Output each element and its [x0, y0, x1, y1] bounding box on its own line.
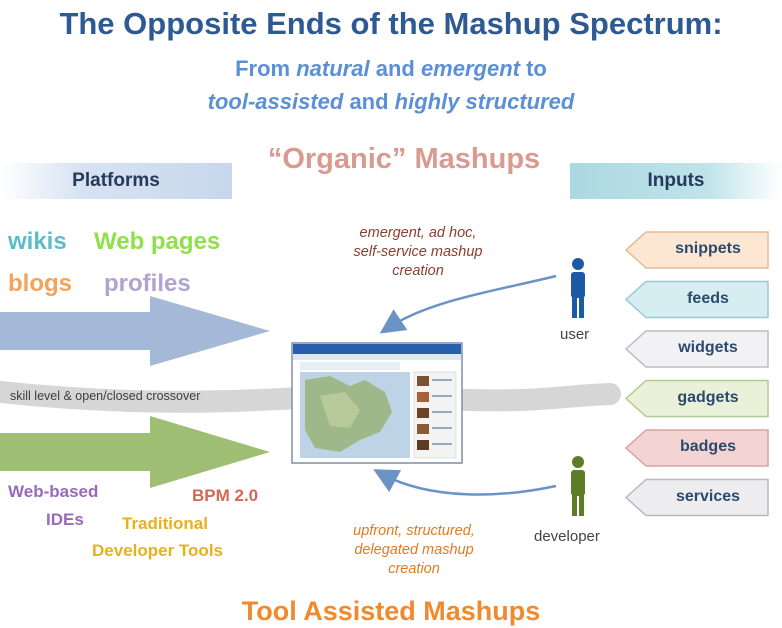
tool-developer-tools: Developer Tools — [92, 541, 223, 560]
developer-curve-arrow — [373, 469, 557, 496]
platform-wikis: wikis — [8, 228, 67, 255]
tool-ides: IDEs — [46, 510, 84, 529]
developer-label: developer — [534, 528, 600, 545]
input-label-widgets: widgets — [678, 339, 738, 356]
user-curve-arrow — [379, 274, 557, 334]
tool-traditional: Traditional — [122, 514, 208, 533]
platforms-arrow — [0, 296, 270, 366]
mashup-screenshot — [291, 342, 463, 464]
user-label: user — [560, 326, 590, 343]
tool-assisted-title: Tool Assisted Mashups — [241, 596, 541, 626]
tool-web-based: Web-based — [8, 482, 99, 501]
inputs-banner: Inputs — [570, 163, 782, 199]
emergent-note: emergent, ad hoc, self-service mashup cr… — [353, 225, 483, 279]
page-title: The Opposite Ends of the Mashup Spectrum… — [59, 6, 723, 41]
input-label-snippets: snippets — [675, 240, 741, 257]
input-arrow-gadgets — [624, 379, 769, 418]
subtitle-line-2: tool-assisted and highly structured — [207, 89, 575, 114]
user-icon — [571, 258, 585, 318]
tools-arrow — [0, 416, 270, 488]
crossover-label: skill level & open/closed crossover — [10, 389, 201, 403]
input-label-services: services — [675, 487, 741, 505]
input-label-badges: badges — [679, 438, 736, 455]
input-arrow-snippets — [624, 231, 769, 269]
subtitle-line-1: From natural and emergent to — [235, 56, 547, 81]
tool-bpm: BPM 2.0 — [192, 486, 259, 505]
organic-mashups-title: “Organic” Mashups — [267, 143, 541, 175]
crossover-band — [0, 381, 621, 413]
platform-blogs: blogs — [8, 270, 72, 297]
input-label-gadgets: gadgets — [677, 388, 739, 406]
input-arrow-badges — [624, 429, 769, 467]
platform-profiles: profiles — [104, 270, 191, 297]
input-arrow-services — [624, 478, 769, 517]
input-label-feeds: feeds — [687, 289, 729, 307]
platform-web-pages: Web pages — [94, 228, 221, 255]
input-arrow-widgets — [624, 330, 769, 368]
developer-icon — [571, 456, 585, 516]
platforms-banner: Platforms — [0, 163, 232, 199]
upfront-note: upfront, structured, delegated mashup cr… — [353, 523, 475, 577]
input-arrow-feeds — [624, 280, 769, 319]
